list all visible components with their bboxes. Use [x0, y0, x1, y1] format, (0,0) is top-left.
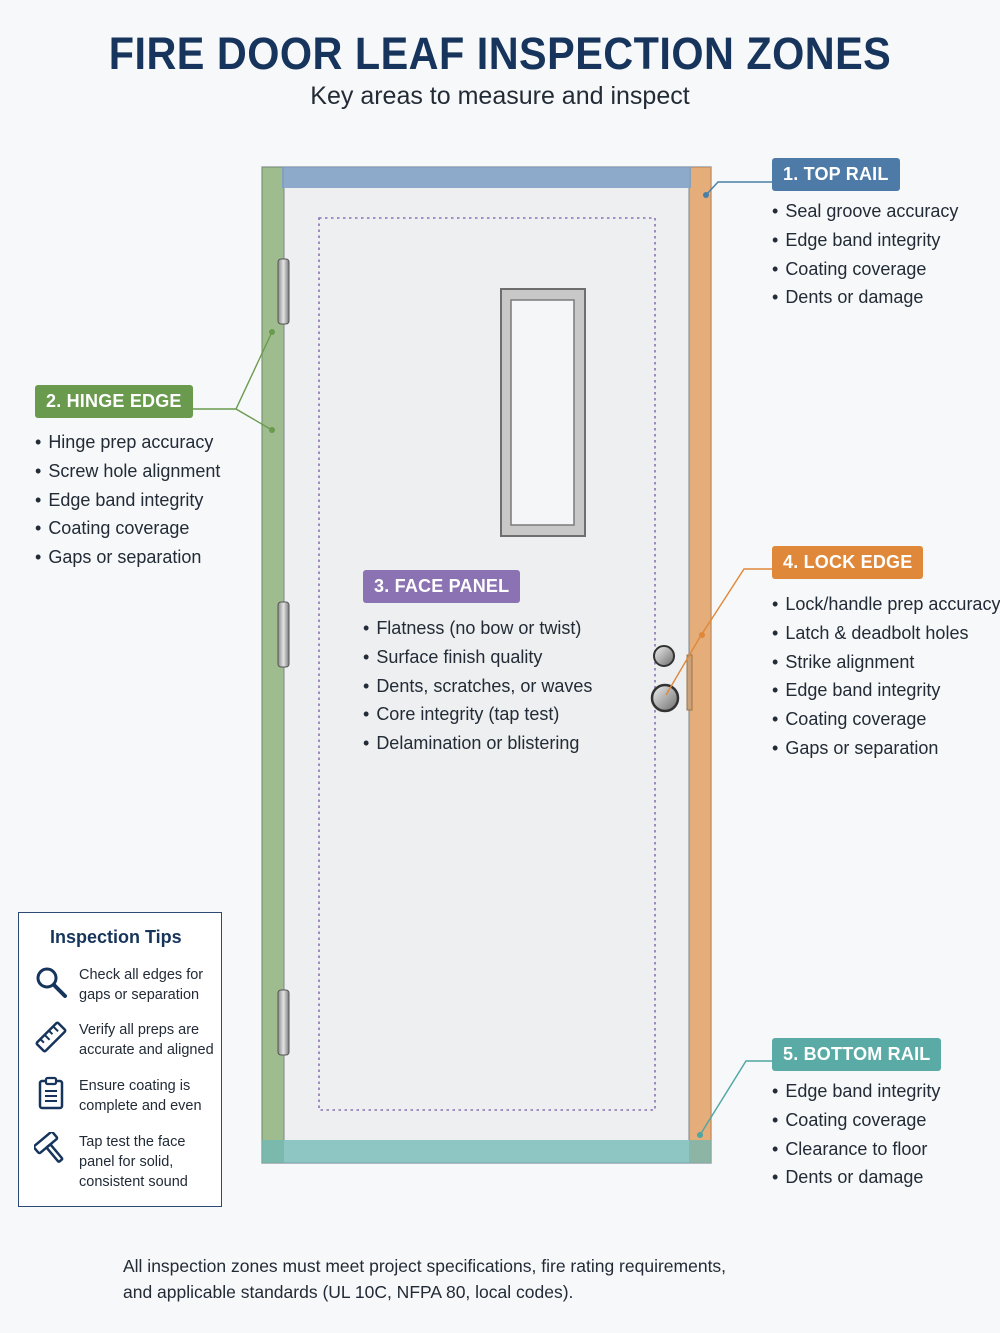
- top-rail-label: 1. TOP RAIL: [772, 158, 900, 191]
- list-item: Hinge prep accuracy: [35, 428, 220, 457]
- hinge: [277, 258, 290, 325]
- list-item: Delamination or blistering: [363, 729, 592, 758]
- list-item: Coating coverage: [35, 514, 220, 543]
- list-item: Coating coverage: [772, 705, 1000, 734]
- list-item: Gaps or separation: [35, 543, 220, 572]
- bottom-rail-label: 5. BOTTOM RAIL: [772, 1038, 942, 1071]
- inspection-tips-box: Inspection Tips Check all edges for gaps…: [18, 912, 222, 1207]
- tip-text: Verify all preps are accurate and aligne…: [79, 1022, 214, 1058]
- ruler-icon: [35, 1021, 67, 1053]
- lock-edge-label: 4. LOCK EDGE: [772, 546, 924, 579]
- list-item: Latch & deadbolt holes: [772, 619, 1000, 648]
- page-subtitle: Key areas to measure and inspect: [310, 82, 690, 110]
- page-title: FIRE DOOR LEAF INSPECTION ZONES: [108, 28, 892, 79]
- list-item: Screw hole alignment: [35, 457, 220, 486]
- list-item: Core integrity (tap test): [363, 700, 592, 729]
- footer-line: and applicable standards (UL 10C, NFPA 8…: [123, 1282, 574, 1302]
- footer-note: All inspection zones must meet project s…: [123, 1253, 883, 1305]
- list-item: Coating coverage: [772, 255, 958, 284]
- list-item: Dents, scratches, or waves: [363, 672, 592, 701]
- face-panel-list: Flatness (no bow or twist) Surface finis…: [363, 614, 592, 758]
- top-rail-list: Seal groove accuracy Edge band integrity…: [772, 197, 958, 312]
- list-item: Dents or damage: [772, 283, 958, 312]
- door-knob-icon: [650, 683, 680, 713]
- lock-edge-list: Lock/handle prep accuracy Latch & deadbo…: [772, 590, 1000, 763]
- tip-text: Ensure coating is complete and even: [79, 1078, 202, 1114]
- lock-edge-zone: [689, 167, 711, 1163]
- list-item: Seal groove accuracy: [772, 197, 958, 226]
- face-panel-zone: [318, 217, 656, 1111]
- list-item: Surface finish quality: [363, 643, 592, 672]
- magnifier-icon: [36, 967, 67, 998]
- list-item: Edge band integrity: [35, 486, 220, 515]
- bottom-rail-leader: [699, 1060, 772, 1136]
- list-item: Edge band integrity: [772, 1077, 940, 1106]
- deadbolt-icon: [653, 645, 675, 667]
- face-panel-label: 3. FACE PANEL: [363, 570, 521, 603]
- tip-text: Check all edges for gaps or separation: [79, 967, 204, 1003]
- hinge: [277, 601, 290, 668]
- list-item: Coating coverage: [772, 1106, 940, 1135]
- hinge: [277, 989, 290, 1056]
- tips-title: Inspection Tips: [50, 927, 182, 947]
- list-item: Flatness (no bow or twist): [363, 614, 592, 643]
- lock-edge-leader: [699, 568, 772, 638]
- bottom-rail-zone: [262, 1140, 711, 1163]
- top-rail-zone: [282, 167, 691, 188]
- bottom-rail-list: Edge band integrity Coating coverage Cle…: [772, 1077, 940, 1192]
- list-item: Strike alignment: [772, 648, 1000, 677]
- hinge-edge-zone: [262, 167, 284, 1163]
- footer-line: All inspection zones must meet project s…: [123, 1256, 727, 1276]
- hinge-edge-label: 2. HINGE EDGE: [35, 385, 193, 418]
- list-item: Gaps or separation: [772, 734, 1000, 763]
- hammer-icon: [34, 1132, 64, 1163]
- list-item: Clearance to floor: [772, 1135, 940, 1164]
- list-item: Edge band integrity: [772, 226, 958, 255]
- list-item: Lock/handle prep accuracy: [772, 590, 1000, 619]
- list-item: Dents or damage: [772, 1163, 940, 1192]
- clipboard-icon: [38, 1076, 64, 1110]
- tip-text: Tap test the face panel for solid, consi…: [79, 1134, 188, 1190]
- top-rail-leader: [705, 181, 772, 196]
- list-item: Edge band integrity: [772, 676, 1000, 705]
- hinge-edge-list: Hinge prep accuracy Screw hole alignment…: [35, 428, 220, 572]
